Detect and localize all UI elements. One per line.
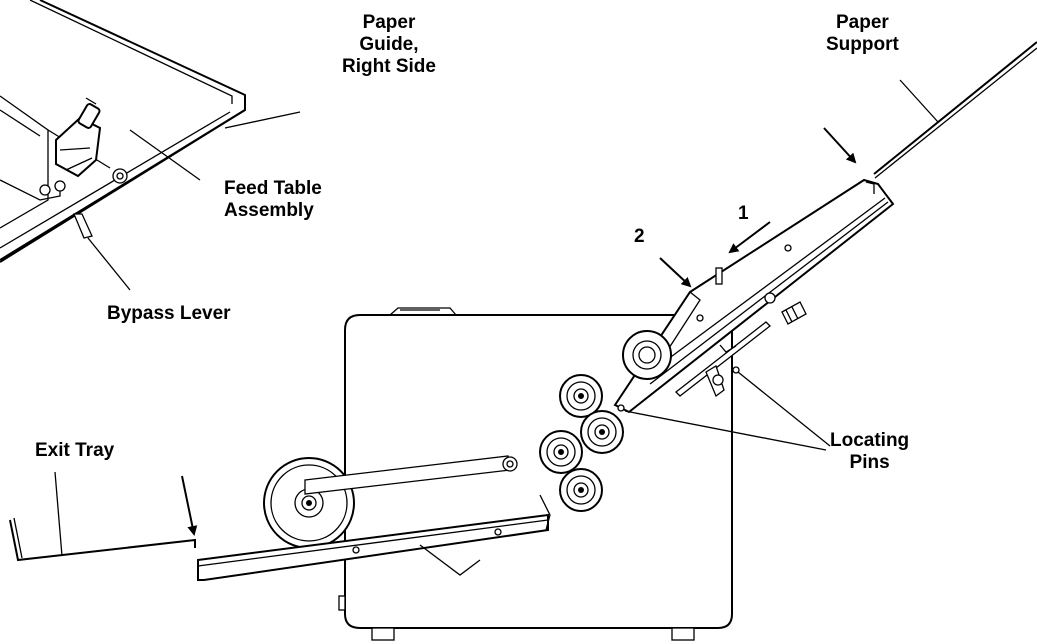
label-line: Pins (849, 452, 890, 473)
label-line: Paper (362, 12, 416, 33)
label-paper-guide-right-side: Paper Guide, Right Side (342, 12, 436, 78)
label-bypass-lever: Bypass Lever (107, 303, 231, 324)
callout-number-1: 1 (738, 203, 749, 224)
arrow-exit-tray (181, 475, 198, 536)
paper-support-plate-edge (874, 47, 1037, 179)
label-paper-support: Paper Support (826, 12, 899, 56)
roller (559, 374, 603, 418)
arrow-callout-1 (728, 221, 771, 254)
label-line: Support (826, 34, 899, 55)
arrow-paper-support (823, 127, 857, 164)
feed-table-leader (129, 129, 201, 181)
paper-support-leader (899, 79, 939, 123)
paper-guide-leader (224, 111, 301, 129)
exit-tray-leader (54, 471, 63, 557)
label-feed-table-assembly: Feed Table Assembly (224, 178, 322, 222)
feed-table-assembly-drawing (0, 0, 246, 263)
label-line: Paper (836, 12, 889, 33)
stacker-assembly (197, 455, 551, 581)
label-line: Assembly (224, 200, 314, 221)
callout-number-2: 2 (634, 226, 645, 247)
label-line: Right Side (342, 56, 436, 77)
bypass-lever-leader (87, 237, 131, 291)
label-line: Locating (830, 430, 910, 451)
paper-support-plate (873, 41, 1037, 175)
label-locating-pins: Locating Pins (830, 430, 909, 474)
label-line: Feed Table (224, 178, 322, 199)
roller (580, 410, 624, 454)
label-line: Guide, (359, 34, 419, 55)
rollers (539, 374, 624, 512)
arrow-callout-2 (659, 257, 692, 288)
machine-body (338, 307, 733, 641)
exit-tray (9, 471, 196, 562)
roller (539, 430, 583, 474)
locating-pin-leader-right (737, 371, 831, 447)
locating-pin-leader-left (624, 410, 827, 451)
label-exit-tray: Exit Tray (35, 440, 115, 461)
feed-assembly (613, 178, 895, 414)
roller (559, 468, 603, 512)
